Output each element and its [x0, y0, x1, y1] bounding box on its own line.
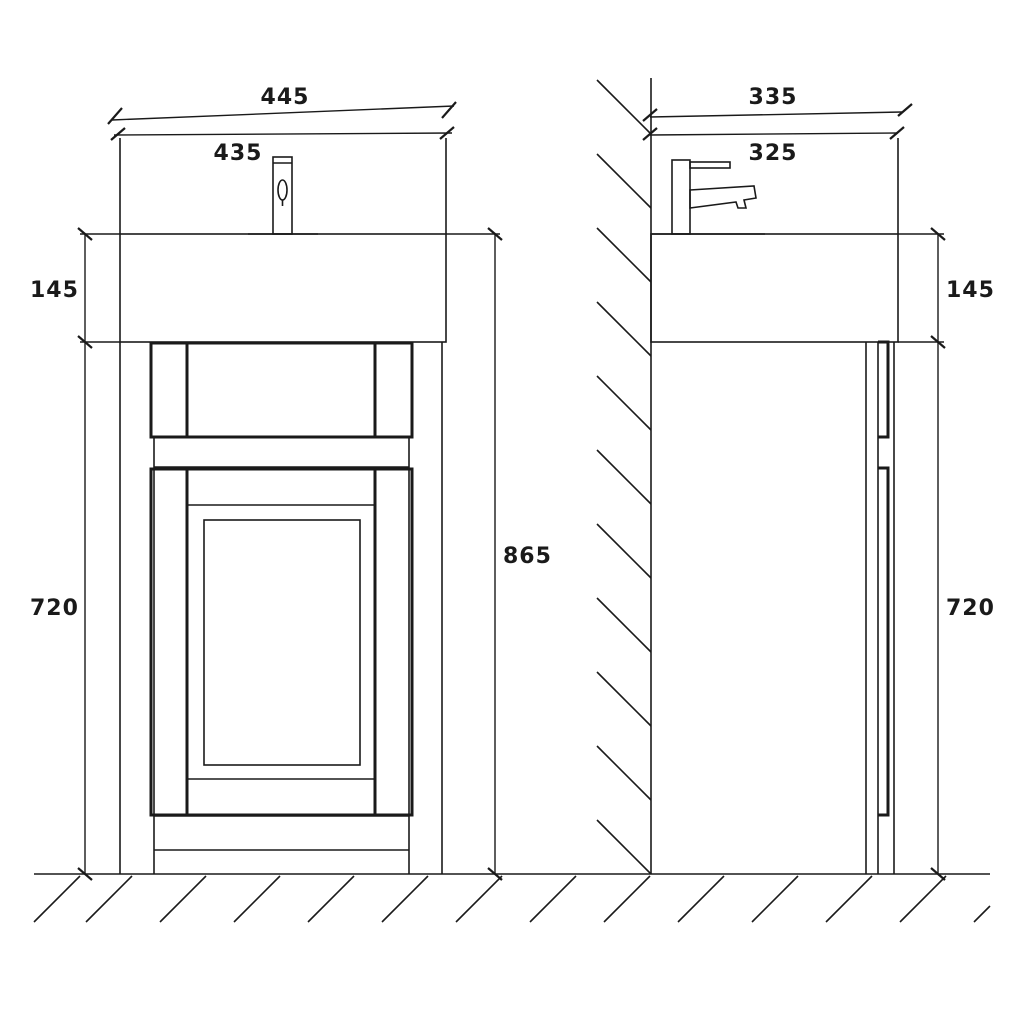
- dimension-front-720: 720: [30, 342, 93, 881]
- side-basin-depth-label: 325: [749, 141, 798, 166]
- side-cabinet-height-label: 720: [946, 596, 995, 621]
- dimension-front-445: 445: [107, 85, 457, 125]
- front-basin: [119, 233, 447, 343]
- dimension-side-145: 145: [898, 227, 995, 349]
- side-view: [650, 138, 899, 874]
- front-cabinet-height-label: 720: [30, 596, 79, 621]
- front-view: [119, 138, 447, 874]
- side-basin-height-label: 145: [946, 278, 995, 303]
- total-height-label: 865: [503, 544, 552, 569]
- wall-hatching: [596, 79, 652, 875]
- wall: [596, 78, 652, 875]
- side-basin: [650, 233, 899, 343]
- floor-hatching: [33, 875, 991, 923]
- front-door: [149, 467, 414, 817]
- front-tap: [248, 156, 318, 235]
- dimension-side-335: 335: [642, 85, 913, 122]
- front-basin-width-label: 435: [214, 141, 263, 166]
- dimension-side-720: 720: [930, 342, 995, 881]
- front-drawer: [149, 341, 414, 468]
- front-basin-height-label: 145: [30, 278, 79, 303]
- floor: [33, 873, 991, 923]
- side-tap: [652, 159, 765, 235]
- dimension-front-435: 435: [110, 126, 455, 166]
- side-depth-label: 335: [749, 85, 798, 110]
- dimension-front-865: 865: [446, 227, 552, 881]
- front-cabinet: [119, 342, 443, 874]
- front-width-label: 445: [261, 85, 310, 110]
- dimension-front-145: 145: [30, 227, 120, 349]
- dimension-side-325: 325: [642, 126, 905, 166]
- side-cabinet: [865, 340, 895, 874]
